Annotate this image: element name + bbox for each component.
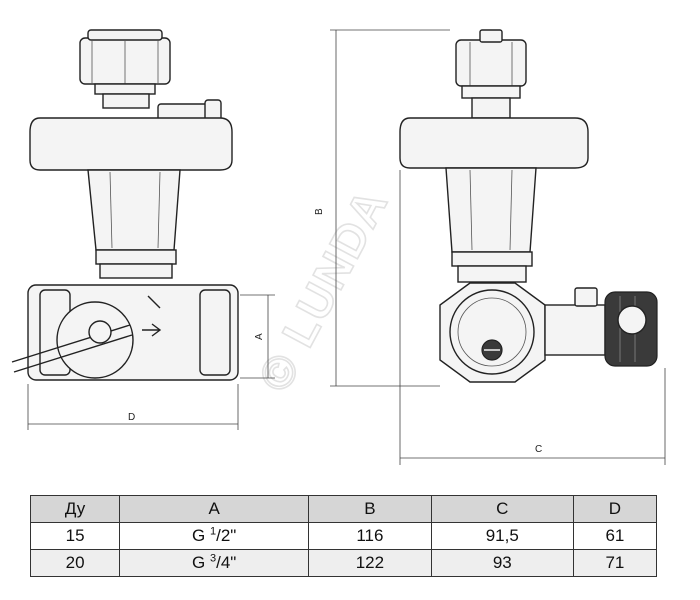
- table-header: B: [308, 495, 432, 523]
- dimension-a: A: [240, 294, 275, 379]
- table-cell-c: 93: [430, 549, 574, 577]
- dimension-b-label: B: [314, 208, 325, 215]
- table-header-row: Ду A B C D: [29, 495, 658, 523]
- table-cell-c: 91,5: [430, 522, 574, 550]
- side-diaphragm: [399, 117, 589, 169]
- table-cell-a: G 3/4": [119, 549, 310, 577]
- table-header: D: [572, 495, 658, 523]
- table-cell-dn: 15: [29, 522, 121, 550]
- table-cell-d: 71: [572, 549, 658, 577]
- table-cell-a: G 1/2": [119, 522, 310, 550]
- table-cell-dn: 20: [29, 549, 121, 577]
- table-row: 15 G 1/2" 116 91,5 61: [29, 522, 658, 550]
- dimension-d: D: [27, 384, 239, 430]
- table-row: 20 G 3/4" 122 93 71: [29, 549, 658, 577]
- table-cell-b: 122: [308, 549, 432, 577]
- valve-side-view: B C: [314, 29, 666, 465]
- dimension-d-label: D: [128, 412, 135, 423]
- table-header: A: [119, 495, 310, 523]
- table-cell-b: 116: [308, 522, 432, 550]
- front-diaphragm: [29, 117, 233, 171]
- side-drain-fitting: [544, 304, 606, 356]
- table-header: C: [430, 495, 574, 523]
- dimension-b: B: [314, 29, 450, 387]
- dimensions-table: Ду A B C D 15 G 1/2" 116 91,5 61 20 G 3/…: [29, 495, 658, 577]
- table-cell-d: 61: [572, 522, 658, 550]
- dimension-c-label: C: [535, 444, 542, 455]
- side-cap: [455, 39, 527, 87]
- valve-front-view: A D: [11, 29, 275, 430]
- table-header: Ду: [29, 495, 121, 523]
- valve-technical-drawing: © LUNDA: [11, 29, 666, 465]
- dimension-c: C: [399, 170, 666, 465]
- dimension-a-label: A: [254, 333, 265, 340]
